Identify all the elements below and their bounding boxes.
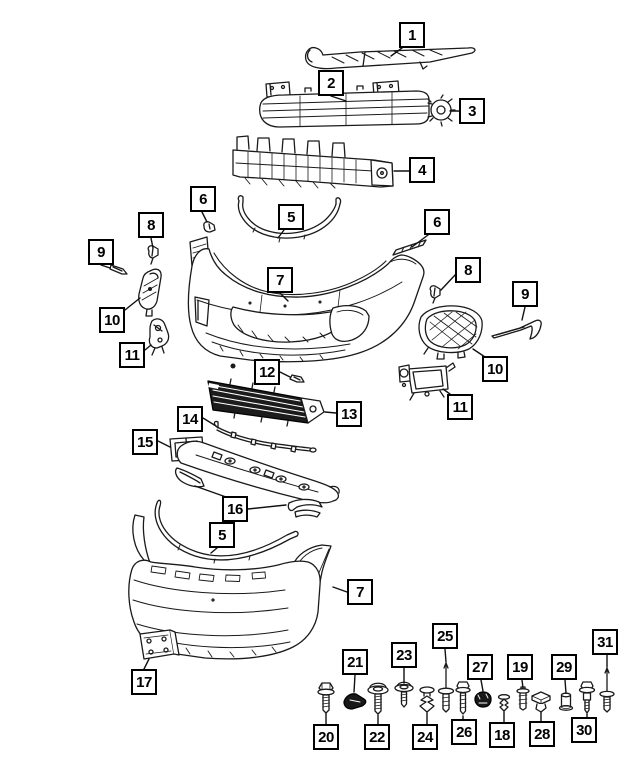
callout-21[interactable]: 21 [342, 649, 368, 675]
callout-9-right[interactable]: 9 [512, 281, 538, 307]
part-air-deflector [304, 46, 476, 70]
part-clip-8-right [429, 285, 441, 304]
callout-12[interactable]: 12 [254, 359, 280, 385]
callout-26[interactable]: 26 [451, 719, 477, 745]
callout-10-right[interactable]: 10 [482, 356, 508, 382]
callout-10-left[interactable]: 10 [99, 307, 125, 333]
part-seal-clip-left [203, 221, 216, 233]
part-clip-12 [230, 363, 305, 383]
callout-4[interactable]: 4 [409, 157, 435, 183]
callout-1[interactable]: 1 [399, 22, 425, 48]
fastener-27-nut [474, 691, 492, 708]
fastener-30-bolt [578, 681, 596, 714]
callout-14[interactable]: 14 [177, 406, 203, 432]
fastener-23-screw [394, 681, 414, 708]
callout-31[interactable]: 31 [592, 629, 618, 655]
leader-lines [100, 47, 608, 725]
part-lower-seal [132, 499, 299, 564]
fastener-19-clip [516, 686, 530, 711]
part-valance [169, 436, 340, 504]
fastener-18-push-rivet [497, 694, 511, 712]
fastener-21-clip [343, 693, 367, 710]
fastener-dot [230, 363, 236, 369]
callout-27[interactable]: 27 [467, 654, 493, 680]
callout-17[interactable]: 17 [131, 669, 157, 695]
callout-18[interactable]: 18 [489, 722, 515, 748]
callout-7-lower[interactable]: 7 [347, 579, 373, 605]
callout-11-right[interactable]: 11 [447, 394, 473, 420]
callout-28[interactable]: 28 [529, 721, 555, 747]
part-front-fascia-upper [187, 236, 425, 363]
part-upper-seal [237, 195, 342, 243]
callout-29[interactable]: 29 [551, 654, 577, 680]
callout-3[interactable]: 3 [459, 98, 485, 124]
fastener-22-screw [367, 682, 389, 715]
part-bracket-11-left [148, 318, 170, 356]
callout-15[interactable]: 15 [132, 429, 158, 455]
callout-16[interactable]: 16 [222, 496, 248, 522]
callout-6-right[interactable]: 6 [424, 209, 450, 235]
part-seal-strip-14 [213, 420, 317, 453]
part-tow-bracket [427, 94, 456, 127]
callout-11-left[interactable]: 11 [119, 342, 145, 368]
part-front-fascia-lower [128, 544, 332, 660]
part-fog-bezel-left [138, 268, 162, 317]
part-clip-8-left [147, 245, 159, 265]
fastener-29-sleeve [558, 692, 574, 711]
callout-13[interactable]: 13 [336, 401, 362, 427]
fastener-28-clip [531, 691, 551, 713]
part-deflector-left [174, 467, 205, 488]
callout-30[interactable]: 30 [571, 717, 597, 743]
callout-20[interactable]: 20 [313, 724, 339, 750]
callout-6-left[interactable]: 6 [190, 186, 216, 212]
callout-22[interactable]: 22 [364, 724, 390, 750]
callout-8-right[interactable]: 8 [455, 257, 481, 283]
callout-24[interactable]: 24 [412, 724, 438, 750]
fastener-20-bolt [317, 682, 335, 714]
callout-19[interactable]: 19 [507, 654, 533, 680]
callout-2[interactable]: 2 [318, 70, 344, 96]
callout-5-upper[interactable]: 5 [278, 204, 304, 230]
fastener-31-rivet [599, 667, 615, 713]
part-deflector-right [287, 498, 323, 518]
part-fog-bezel-right [418, 305, 483, 360]
part-rivet-9-left [109, 264, 128, 275]
callout-23[interactable]: 23 [391, 642, 417, 668]
callout-9-left[interactable]: 9 [88, 239, 114, 265]
fastener-24-push-pin [419, 686, 435, 713]
part-grille-shutter [207, 378, 325, 427]
callout-8-left[interactable]: 8 [138, 212, 164, 238]
fastener-26-screw [455, 681, 471, 715]
callout-7-upper[interactable]: 7 [267, 267, 293, 293]
part-support-9-right [491, 319, 542, 340]
callout-25[interactable]: 25 [432, 623, 458, 649]
callout-5-lower[interactable]: 5 [209, 522, 235, 548]
part-reinforcement-beam [259, 80, 430, 128]
fastener-25-rivet [437, 662, 455, 713]
part-energy-absorber [232, 135, 394, 189]
part-license-bracket [139, 629, 180, 660]
part-seal-strip-right [392, 239, 427, 256]
part-fog-lamp-bracket-right [398, 362, 456, 401]
